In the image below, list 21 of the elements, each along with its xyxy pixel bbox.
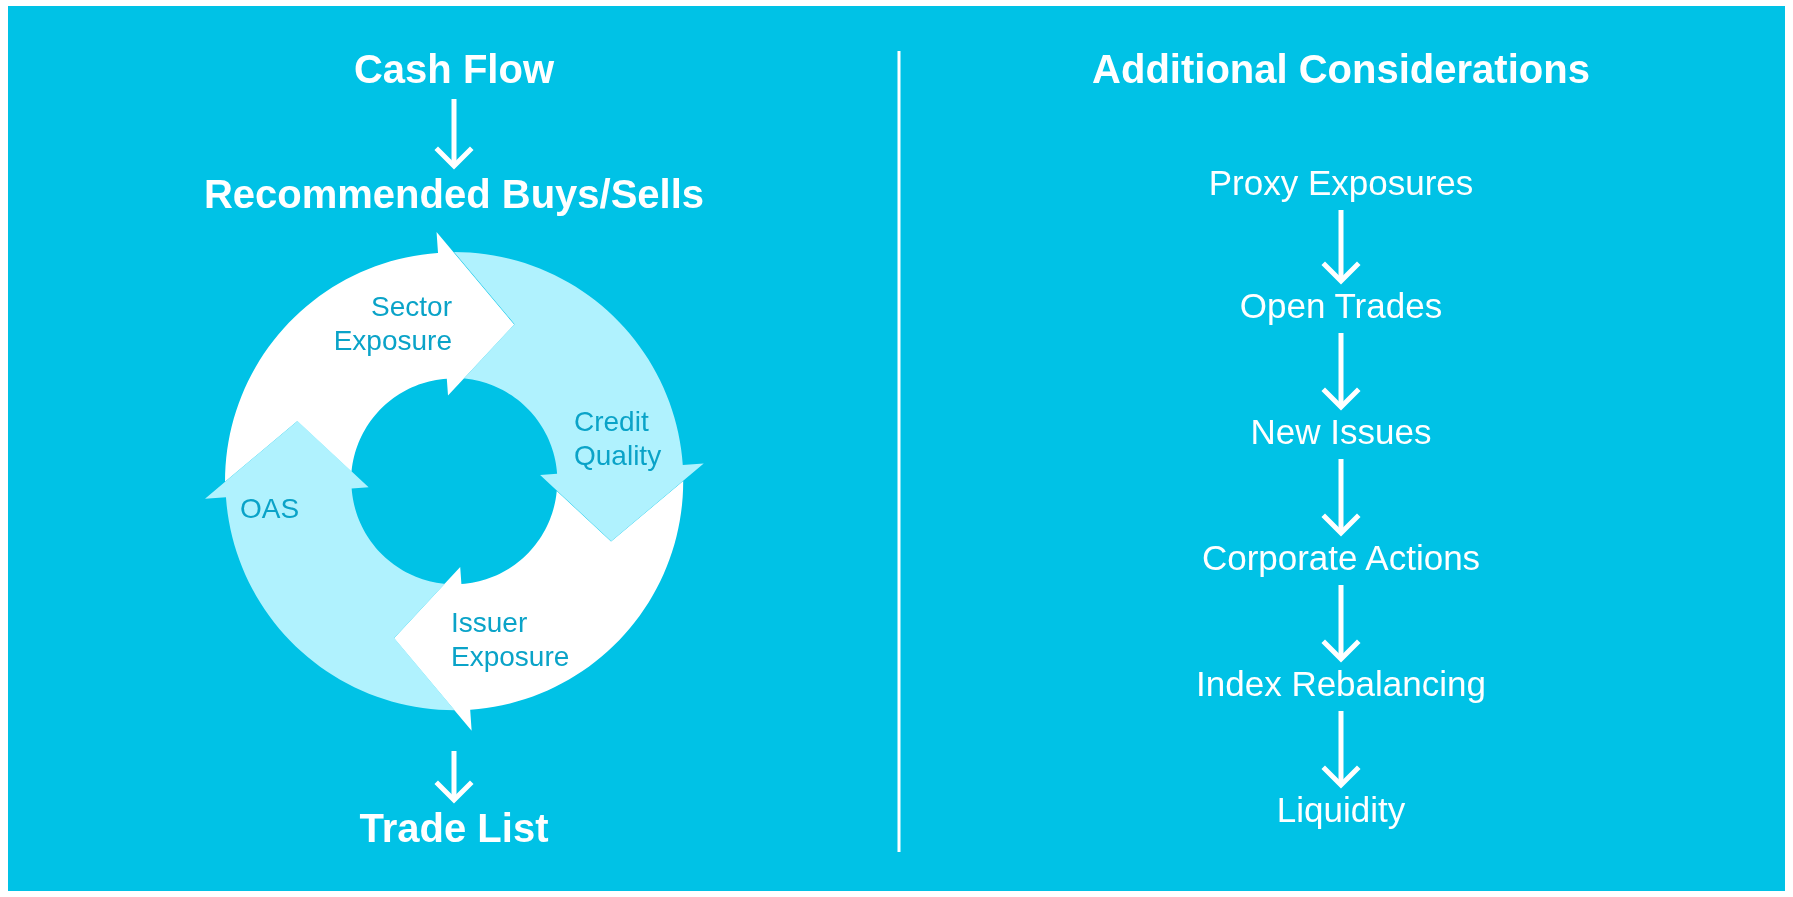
arrow xyxy=(435,99,473,169)
step-text: New Issues xyxy=(1250,411,1432,453)
segment-label: Credit Quality xyxy=(574,405,663,473)
arrow xyxy=(1322,459,1360,536)
arrow xyxy=(435,751,473,803)
heading-text: Trade List xyxy=(359,805,549,852)
segment-label: Sector Exposure xyxy=(332,290,452,358)
arrow xyxy=(1322,333,1360,410)
heading-text: Recommended Buys/Sells xyxy=(203,171,705,218)
segment-label: Issuer Exposure xyxy=(451,606,571,674)
step-text: Index Rebalancing xyxy=(1196,663,1486,705)
arrow xyxy=(1322,711,1360,788)
arrow xyxy=(1322,585,1360,662)
column-heading: Additional Considerations xyxy=(1092,46,1590,93)
step-text: Liquidity xyxy=(1276,789,1406,831)
arrow xyxy=(1322,210,1360,284)
step-text: Proxy Exposures xyxy=(1208,162,1474,204)
segment-label: OAS xyxy=(240,492,301,526)
heading-text: Cash Flow xyxy=(354,46,554,93)
step-text: Open Trades xyxy=(1239,285,1443,327)
step-text: Corporate Actions xyxy=(1201,537,1481,579)
